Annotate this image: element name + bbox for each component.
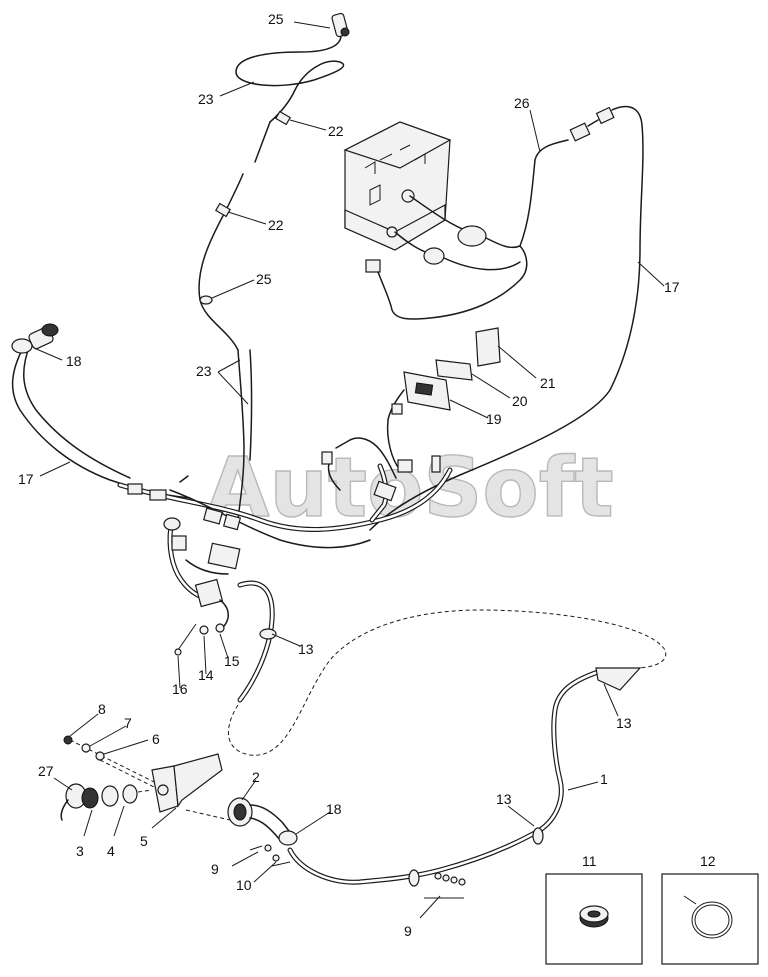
harness-17-left [11, 323, 453, 549]
callout-7: 7 [124, 715, 132, 731]
callout-21: 21 [540, 375, 556, 391]
harness-drop-center [163, 517, 277, 703]
callout-10: 10 [236, 877, 252, 893]
callout-18-lower: 18 [326, 801, 342, 817]
callout-leaders [33, 21, 665, 919]
callout-20: 20 [512, 393, 528, 409]
callout-5: 5 [140, 833, 148, 849]
hardware-14-15-16 [174, 623, 225, 656]
callout-25-top: 25 [268, 11, 284, 27]
callout-6: 6 [152, 731, 160, 747]
callout-17-left: 17 [18, 471, 34, 487]
callout-1: 1 [600, 771, 608, 787]
bracket-assembly [60, 735, 298, 867]
inset-clamp: 12 [661, 853, 759, 965]
routing-path-dashed [227, 609, 667, 756]
callout-26: 26 [514, 95, 530, 111]
callout-13-right: 13 [616, 715, 632, 731]
watermark: AutoSoft [206, 441, 614, 536]
callout-25-middle: 25 [256, 271, 272, 287]
callout-18-top: 18 [66, 353, 82, 369]
callout-19: 19 [486, 411, 502, 427]
callout-22-upper: 22 [328, 123, 344, 139]
callout-2: 2 [252, 769, 260, 785]
harness-26-17-right [369, 105, 644, 531]
callout-3: 3 [76, 843, 84, 859]
callout-27: 27 [38, 763, 54, 779]
inset-label-11: 11 [582, 853, 597, 869]
callout-16: 16 [172, 681, 188, 697]
callout-23-lower: 23 [196, 363, 212, 379]
callout-9-left: 9 [211, 861, 219, 877]
callout-labels: 25 1 2 3 4 5 6 7 8 9 9 10 13 13 13 14 15… [18, 11, 680, 939]
control-module [343, 121, 528, 320]
inset-grommet: 11 [545, 853, 643, 965]
inset-label-12: 12 [700, 853, 716, 869]
callout-15: 15 [224, 653, 240, 669]
sensor-lead-upper [198, 12, 350, 521]
callout-22-lower: 22 [268, 217, 284, 233]
relay-group [386, 327, 501, 471]
callout-8: 8 [98, 701, 106, 717]
callout-9-right: 9 [404, 923, 412, 939]
callout-14: 14 [198, 667, 214, 683]
callout-4: 4 [107, 843, 115, 859]
callout-13-lower: 13 [496, 791, 512, 807]
harness-1 [287, 667, 642, 887]
callout-13-center: 13 [298, 641, 314, 657]
callout-17-right: 17 [664, 279, 680, 295]
callout-23-upper: 23 [198, 91, 214, 107]
